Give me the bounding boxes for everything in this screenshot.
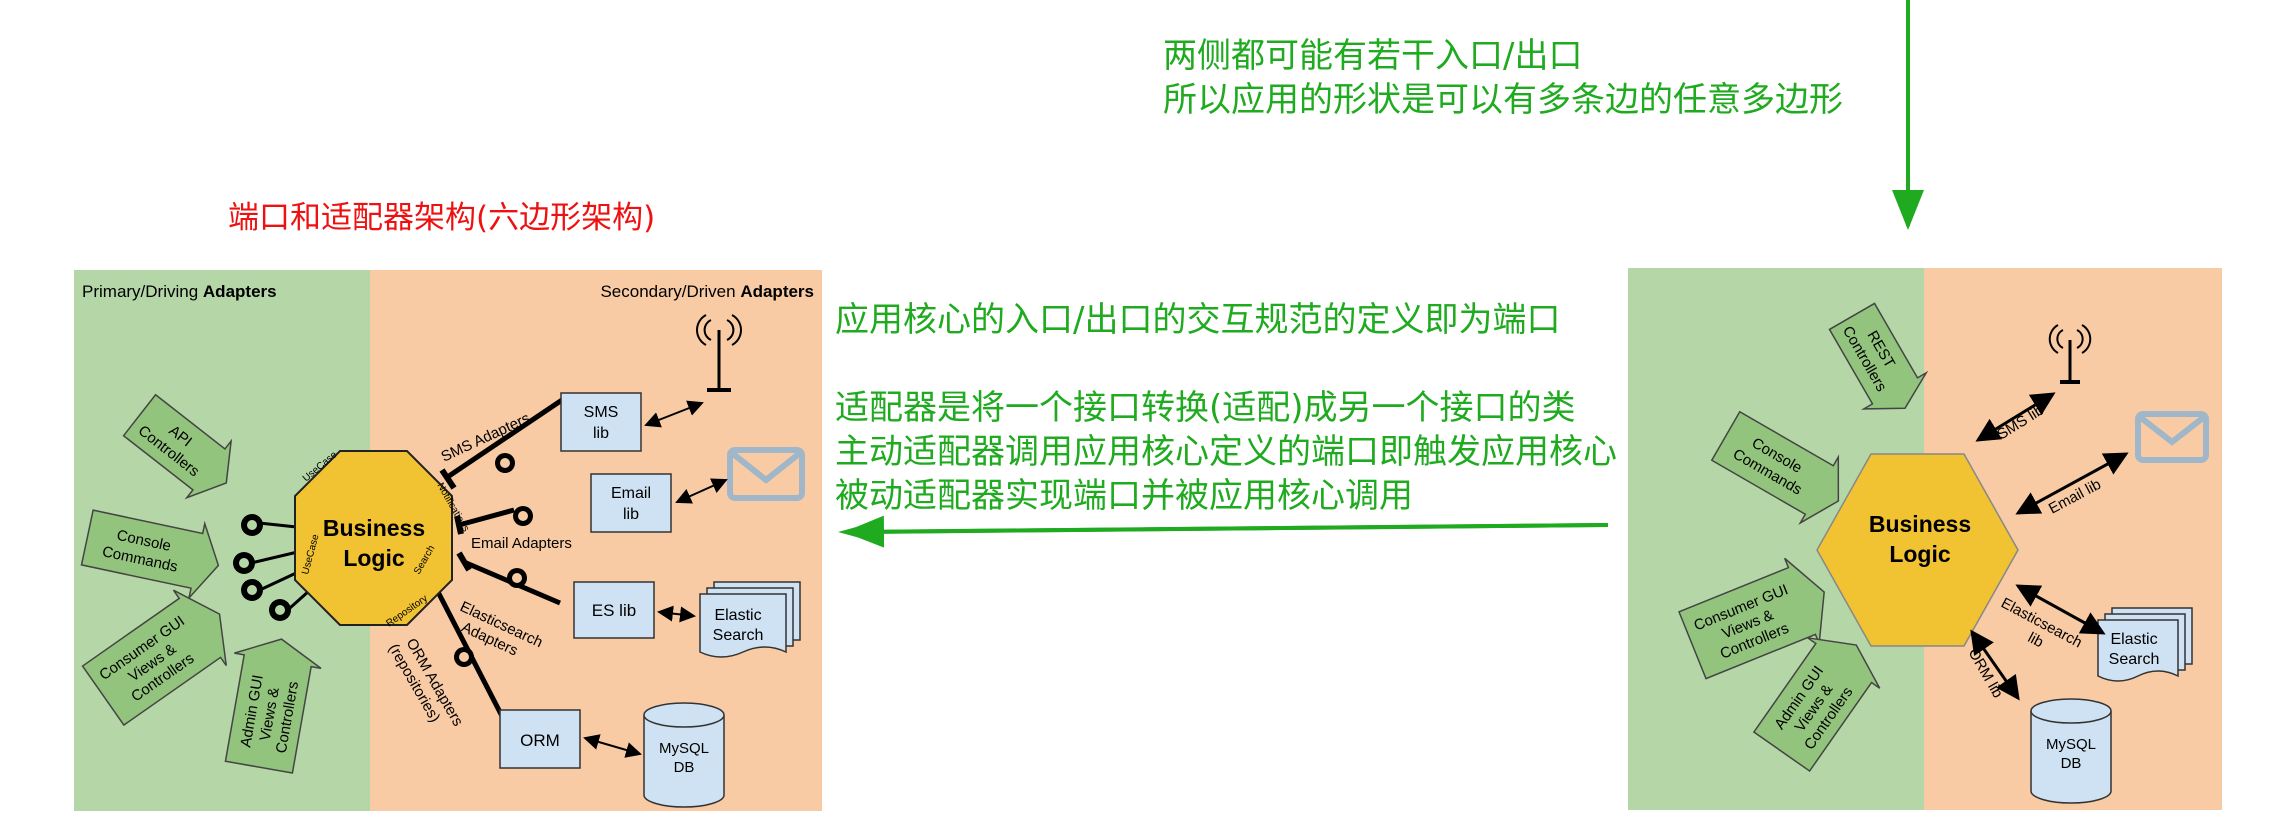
right-elasticsearch-doc: Elastic Search xyxy=(2097,607,2193,682)
antenna-icon xyxy=(696,314,742,392)
svg-text:MySQL: MySQL xyxy=(2046,736,2096,753)
core-line-1: Business xyxy=(323,515,425,541)
right-business-logic-core xyxy=(1816,453,2019,647)
sms-lib-line-2: lib xyxy=(593,425,609,442)
right-core-line-2: Logic xyxy=(1889,541,1951,567)
primary-sockets xyxy=(233,514,291,621)
right-envelope-icon xyxy=(2135,411,2209,463)
sms-lib-box xyxy=(560,392,642,452)
svg-text:MySQL: MySQL xyxy=(659,740,709,757)
core-line-2: Logic xyxy=(343,545,405,571)
right-core-line-1: Business xyxy=(1869,511,1971,537)
middle-note-line-3: 主动适配器调用应用核心定义的端口即触发应用核心 xyxy=(835,432,1617,472)
right-connectors xyxy=(1970,392,2129,701)
console-commands-adapter: Console Commands xyxy=(80,509,220,601)
right-antenna-icon xyxy=(2048,324,2092,384)
es-lib-box xyxy=(573,581,655,639)
mysql-db-cylinder: MySQL DB xyxy=(643,702,725,808)
svg-text:Search: Search xyxy=(713,627,764,644)
email-lib-line-2: lib xyxy=(623,506,639,523)
secondary-adapter-sockets xyxy=(454,453,533,667)
orm-label: ORM xyxy=(520,731,560,750)
left-diagram-title: 端口和适配器架构(六边形架构) xyxy=(228,200,656,236)
right-rest-controllers: REST Controllers xyxy=(1828,302,1929,410)
orm-box xyxy=(499,709,581,769)
secondary-header: Secondary/Driven Adapters xyxy=(600,282,814,301)
business-logic-core xyxy=(294,450,453,626)
email-lib-box xyxy=(590,473,672,533)
primary-header: Primary/Driving Adapters xyxy=(82,282,277,301)
right-hexagonal-diagram: Business Logic REST Controllers Console … xyxy=(1628,268,2222,810)
svg-text:Elastic: Elastic xyxy=(714,607,761,624)
email-adapters-label: Email Adapters xyxy=(471,535,572,552)
elasticsearch-doc: Elastic Search xyxy=(699,581,801,658)
middle-note-line-2: 适配器是将一个接口转换(适配)成另一个接口的类 xyxy=(835,388,1576,428)
lib-connectors xyxy=(583,400,728,758)
sms-lib-line-1: SMS xyxy=(584,404,619,421)
top-note-line-1: 两侧都可能有若干入口/出口 xyxy=(1163,36,1583,76)
top-note-line-2: 所以应用的形状是可以有多条边的任意多边形 xyxy=(1163,80,1843,120)
svg-text:Elastic: Elastic xyxy=(2110,631,2157,648)
left-hexagonal-diagram: Primary/Driving Adapters Secondary/Drive… xyxy=(74,270,822,811)
middle-notes-adapters: 适配器是将一个接口转换(适配)成另一个接口的类 主动适配器调用应用核心定义的端口… xyxy=(835,386,1617,518)
admin-gui-adapter: Admin GUI Views & Controllers xyxy=(224,638,322,774)
envelope-icon xyxy=(727,447,805,501)
svg-text:Search: Search xyxy=(2109,651,2160,668)
svg-text:DB: DB xyxy=(2061,755,2082,772)
email-lib-line-1: Email xyxy=(611,485,651,502)
svg-text:DB: DB xyxy=(674,759,695,776)
right-mysql-db: MySQL DB xyxy=(2030,698,2112,804)
es-lib-label: ES lib xyxy=(592,601,636,620)
middle-note-port: 应用核心的入口/出口的交互规范的定义即为端口 xyxy=(835,300,1561,340)
middle-note-line-4: 被动适配器实现端口并被应用核心调用 xyxy=(835,476,1413,516)
top-note: 两侧都可能有若干入口/出口 所以应用的形状是可以有多条边的任意多边形 xyxy=(1163,34,1843,122)
